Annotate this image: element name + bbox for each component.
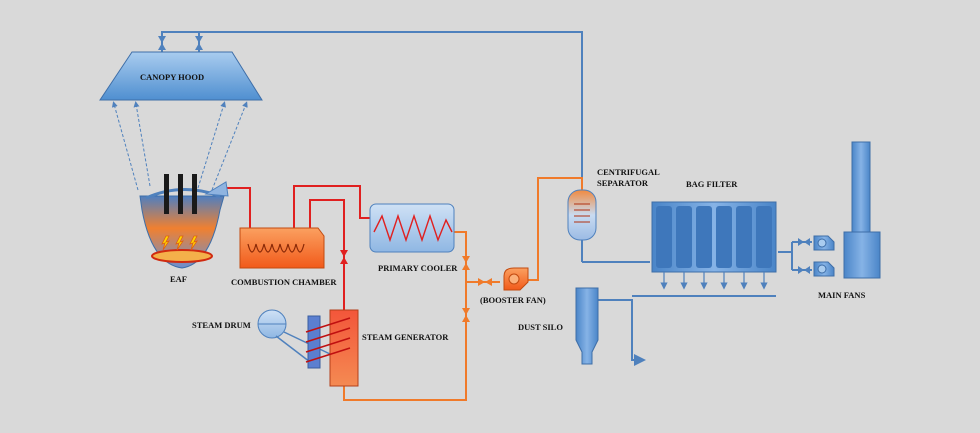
filter-bag-icon: [660, 272, 768, 290]
steam-drum: [257, 309, 331, 363]
fume-capture-arrows: [111, 101, 248, 191]
generator-return-line: [343, 282, 467, 401]
combustion-chamber-label: COMBUSTION CHAMBER: [231, 277, 337, 287]
canopy-hood-label: CANOPY HOOD: [140, 72, 204, 82]
valve-icon[interactable]: [462, 308, 470, 322]
centrifugal-separator-label-1: CENTRIFUGAL: [597, 167, 660, 177]
fan-icon[interactable]: [813, 261, 835, 277]
main-fans-label: MAIN FANS: [818, 290, 866, 300]
combustion-to-cooler-line: [293, 185, 372, 228]
silo-discharge-line: [598, 299, 646, 366]
steam-generator-label: STEAM GENERATOR: [362, 332, 449, 342]
booster-fan-label: (BOOSTER FAN): [480, 295, 546, 305]
valve-icon[interactable]: [478, 278, 492, 286]
dust-silo: [575, 287, 599, 365]
bag-filter: [651, 201, 777, 273]
primary-cooler: [369, 203, 455, 253]
eaf-label: EAF: [170, 274, 187, 284]
fan-to-separator-line: [528, 177, 583, 281]
fan-icon[interactable]: [503, 267, 529, 291]
valve-icon[interactable]: [340, 250, 348, 264]
combustion-chamber: [239, 227, 325, 269]
steam-generator: [305, 309, 359, 387]
flame-icon: [161, 235, 198, 251]
fan-icon[interactable]: [813, 235, 835, 251]
centrifugal-separator: [567, 189, 597, 241]
cooler-to-fan-line: [454, 231, 500, 283]
valve-icon[interactable]: [798, 238, 810, 246]
valve-icon[interactable]: [158, 36, 166, 50]
centrifugal-separator-label-2: SEPARATOR: [597, 178, 649, 188]
canopy-hood: [99, 51, 263, 101]
bag-filter-label: BAG FILTER: [686, 179, 738, 189]
electrode-icon: [164, 174, 197, 214]
valve-icon[interactable]: [462, 256, 470, 270]
bag-filter-to-fans-duct: [778, 241, 812, 271]
eaf-furnace: [139, 181, 229, 269]
dust-silo-label: DUST SILO: [518, 322, 563, 332]
primary-cooler-label: PRIMARY COOLER: [378, 263, 458, 273]
stack-icon: [843, 141, 881, 279]
valve-icon[interactable]: [798, 266, 810, 274]
eaf-to-combustion-line: [224, 187, 251, 228]
valve-icon[interactable]: [195, 36, 203, 50]
steam-drum-label: STEAM DRUM: [192, 320, 251, 330]
